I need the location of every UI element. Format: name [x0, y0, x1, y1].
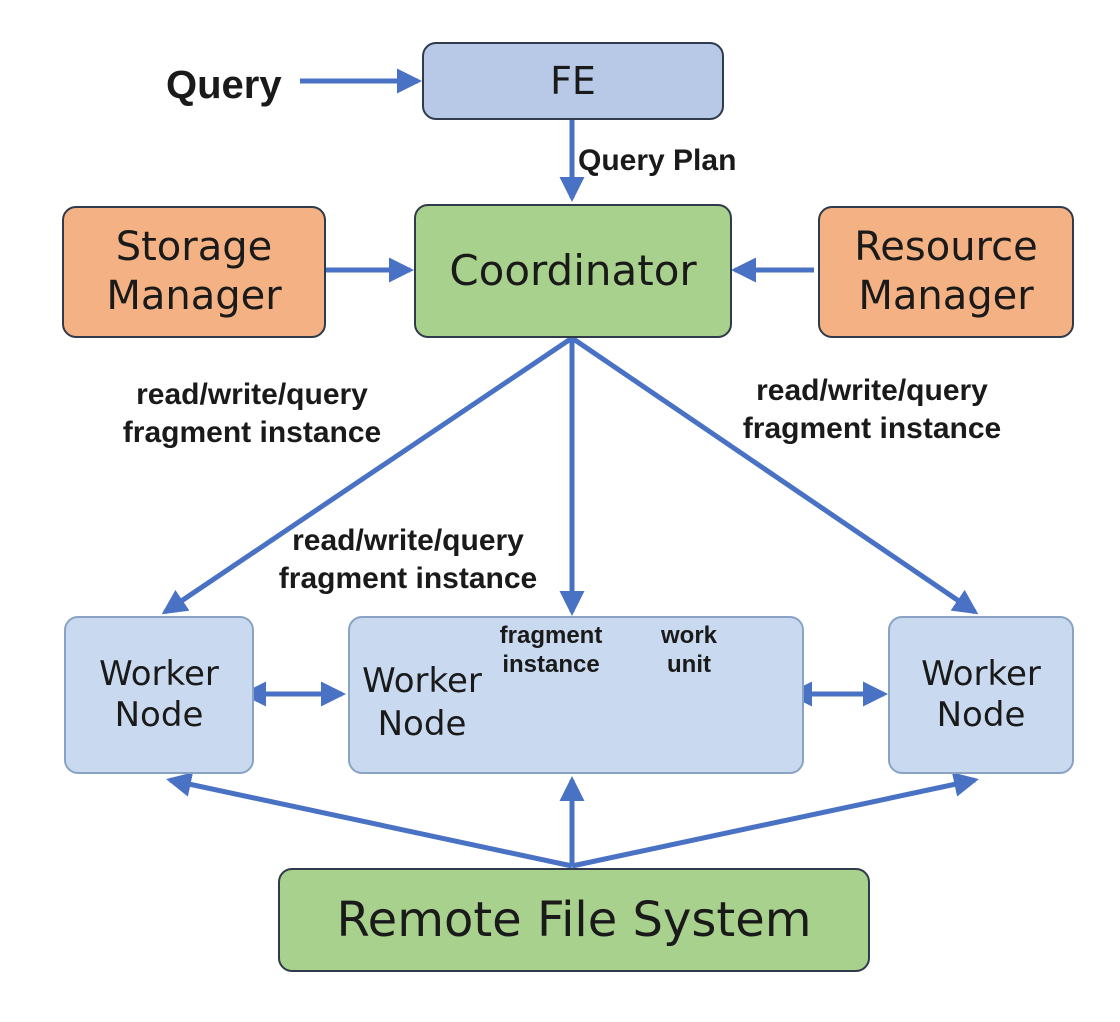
worker-node-left: Worker Node — [64, 616, 254, 774]
query-label: Query — [166, 63, 282, 107]
edge-label-center: read/write/query fragment instance — [238, 522, 578, 597]
edge-label-left: read/write/query fragment instance — [82, 376, 422, 451]
worker-center-line-1: Worker — [362, 661, 482, 701]
work-unit-label: work unit — [644, 622, 734, 680]
work-unit-line-2: unit — [667, 650, 711, 678]
arrow-fs-to-worker-left — [166, 772, 573, 869]
storage-manager-line-2: Manager — [106, 273, 282, 319]
edge-label-right-line-2: fragment instance — [742, 411, 1002, 445]
fragment-instance-line-2: instance — [502, 650, 600, 678]
remote-file-system-label: Remote File System — [336, 891, 812, 948]
edge-label-center-line-1: read/write/query — [292, 524, 524, 557]
worker-node-center — [348, 616, 804, 774]
remote-file-system-box: Remote File System — [278, 868, 870, 972]
edge-label-right: read/write/query fragment instance — [702, 372, 1042, 447]
fe-label: FE — [550, 58, 596, 103]
resource-manager-line-1: Resource — [854, 224, 1038, 271]
arrow-coordinator-to-worker-left — [161, 335, 574, 615]
query-plan-label: Query Plan — [578, 144, 737, 177]
storage-manager-line-1: Storage — [115, 224, 273, 271]
fe-box: FE — [422, 42, 724, 120]
arrow-fs-to-worker-right — [571, 772, 979, 869]
fragment-instance-label: fragment instance — [486, 622, 616, 680]
worker-left-line-2: Node — [114, 695, 204, 735]
work-unit-line-1: work — [660, 622, 717, 649]
worker-right-line-1: Worker — [921, 653, 1041, 694]
edge-label-left-line-1: read/write/query — [136, 378, 368, 411]
arrow-coordinator-to-worker-right — [570, 335, 979, 615]
worker-left-line-1: Worker — [99, 653, 219, 694]
worker-center-label: Worker Node — [356, 660, 488, 745]
worker-right-line-2: Node — [936, 695, 1026, 735]
edge-label-left-line-2: fragment instance — [122, 415, 382, 449]
resource-manager-line-2: Manager — [858, 273, 1034, 319]
coordinator-box: Coordinator — [414, 204, 732, 338]
worker-node-right: Worker Node — [888, 616, 1074, 774]
edge-label-right-line-1: read/write/query — [756, 374, 988, 407]
edge-label-center-line-2: fragment instance — [278, 561, 538, 595]
resource-manager-box: Resource Manager — [818, 206, 1074, 338]
fragment-instance-line-1: fragment — [499, 622, 603, 649]
worker-center-line-2: Node — [377, 703, 467, 744]
coordinator-label: Coordinator — [449, 246, 697, 296]
storage-manager-box: Storage Manager — [62, 206, 326, 338]
